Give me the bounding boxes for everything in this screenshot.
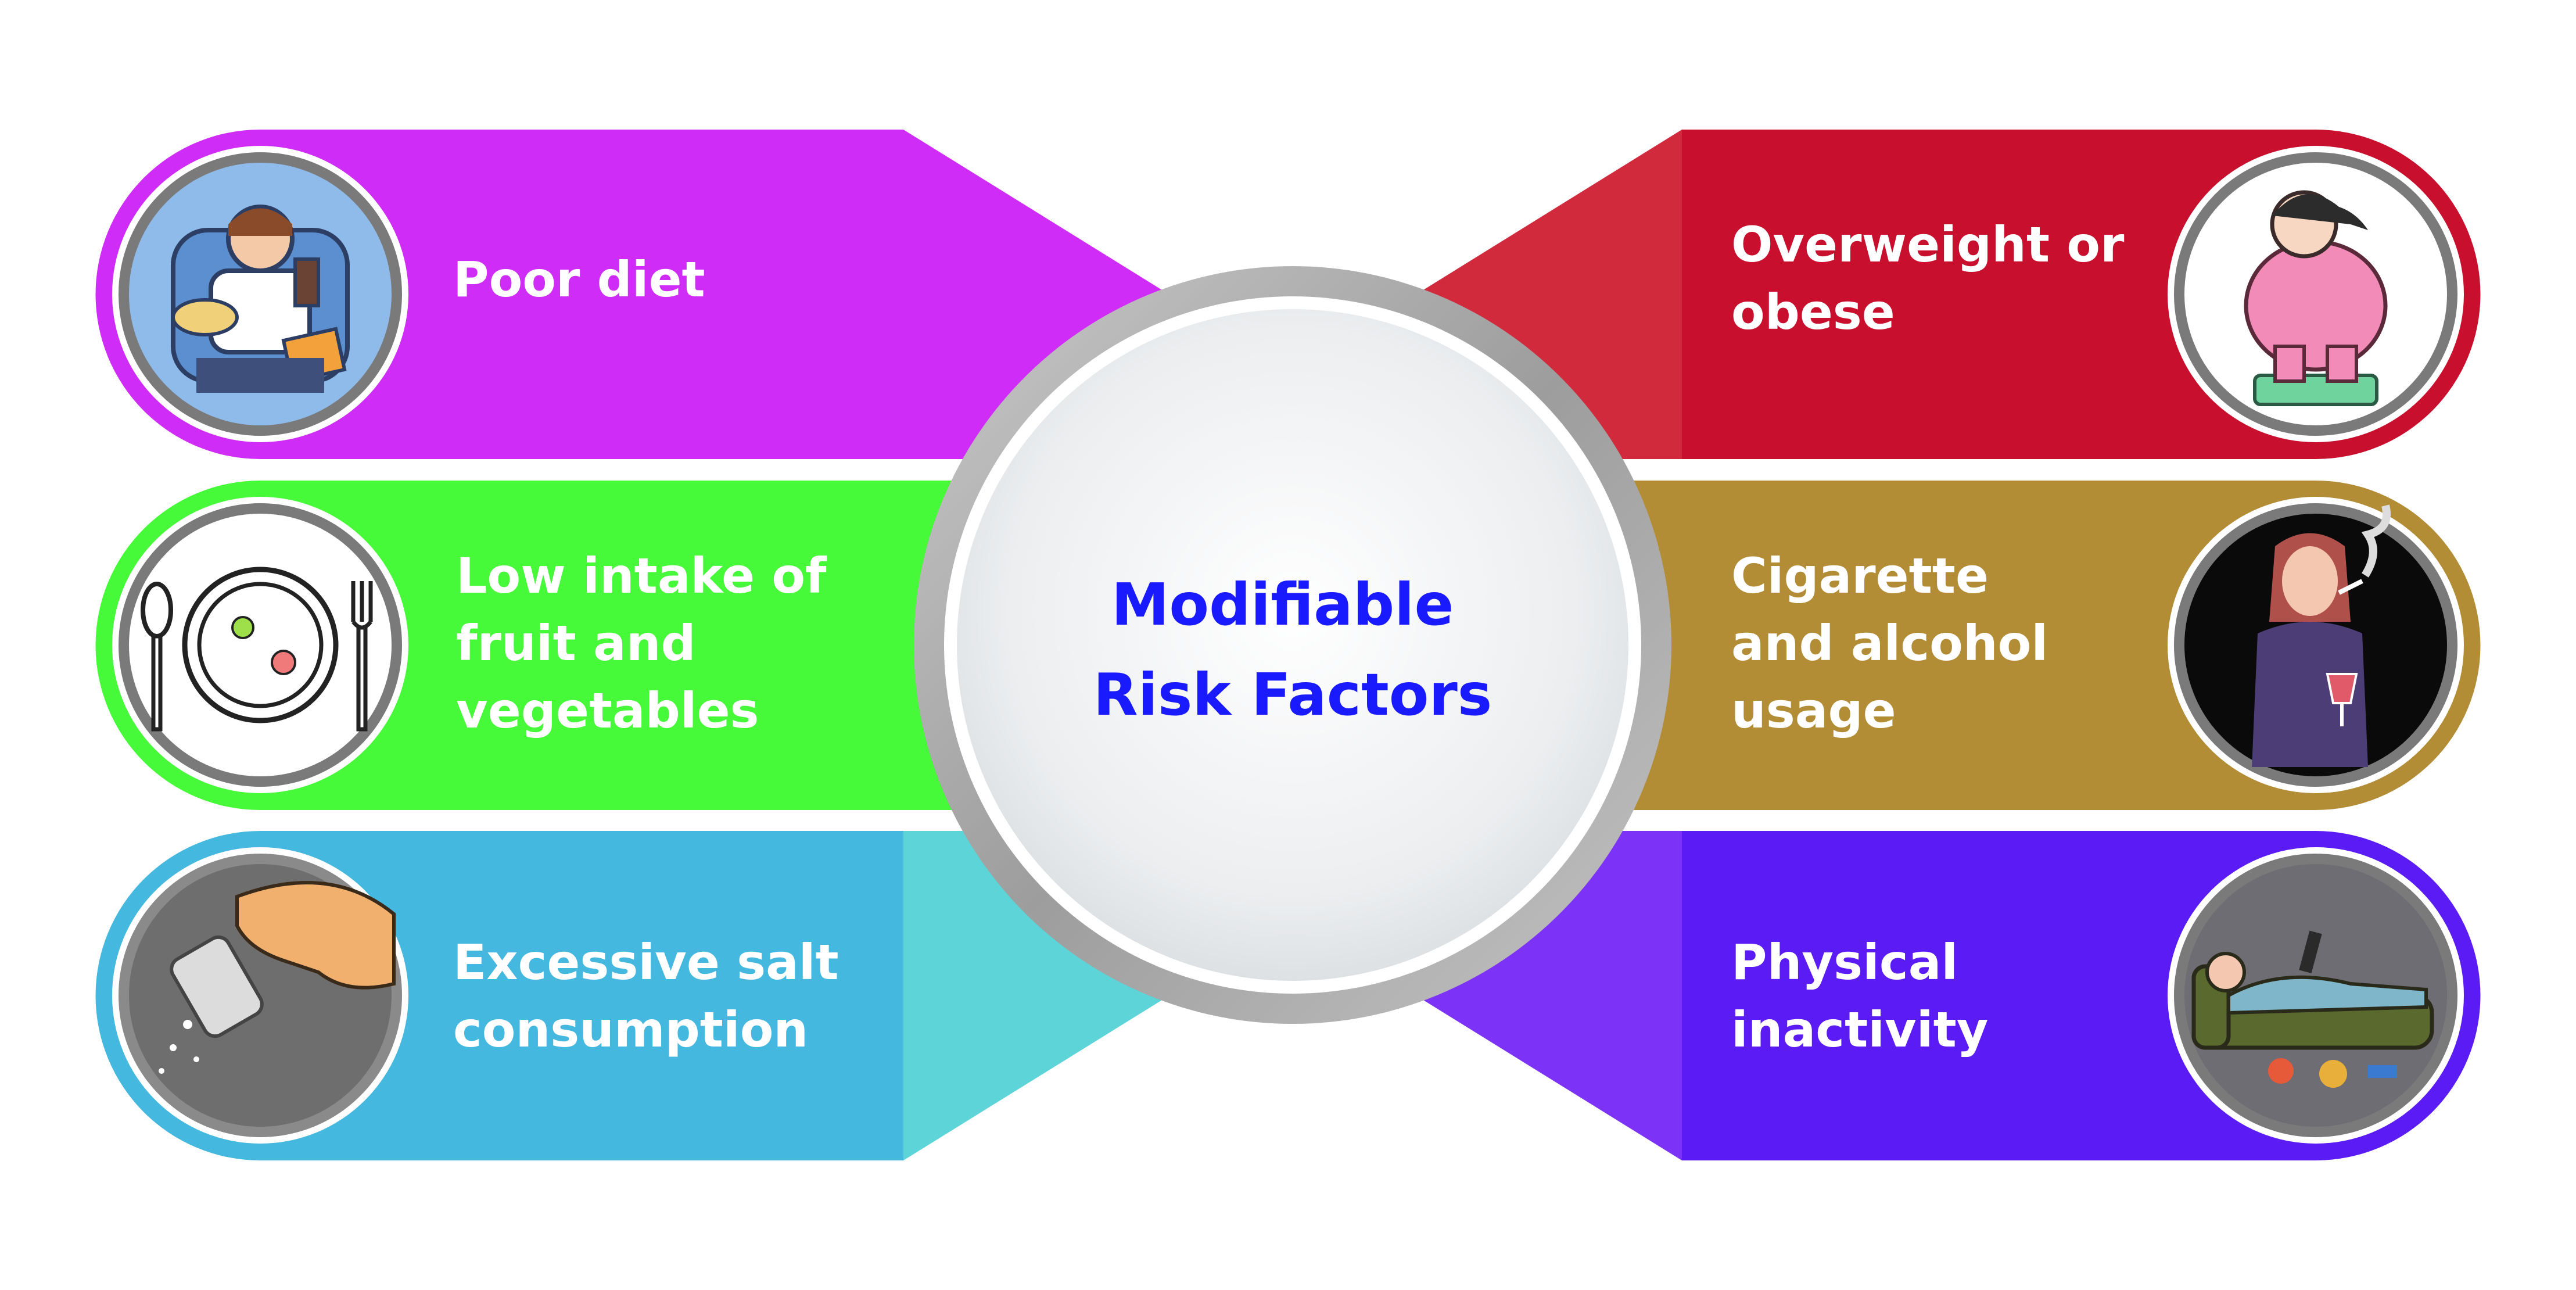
label-physical-inactivity: Physical inactivity: [1731, 934, 1988, 1058]
label-poor-diet: Poor diet: [453, 251, 705, 308]
smoking-drinking-woman-icon: [2252, 504, 2391, 767]
factor-low-fruit-veg: Low intake of fruit and vegetables: [95, 481, 1046, 810]
center-hub: Modifiable Risk Factors: [914, 266, 1671, 1024]
factor-cigarette-alcohol: Cigarette and alcohol usage: [1540, 481, 2481, 810]
label-low-fruit-veg: Low intake of fruit and vegetables: [456, 547, 844, 739]
center-title: Modifiable Risk Factors: [1093, 571, 1492, 729]
label-cigarette-alcohol: Cigarette and alcohol usage: [1731, 547, 2065, 739]
factor-overweight: Overweight or obese: [1682, 130, 2481, 459]
person-on-scale-icon: [2244, 190, 2388, 406]
factor-salt: Excessive salt consumption: [95, 831, 903, 1160]
salt-shaker-icon: [159, 881, 396, 1074]
label-salt: Excessive salt consumption: [453, 934, 856, 1058]
person-on-couch-icon: [2191, 930, 2434, 1088]
label-overweight: Overweight or obese: [1731, 216, 2141, 341]
person-eating-junk-food-icon: [171, 205, 350, 393]
factor-poor-diet: Poor diet: [95, 129, 903, 459]
empty-plate-icon: [141, 567, 373, 732]
factor-physical-inactivity: Physical inactivity: [1682, 831, 2481, 1160]
